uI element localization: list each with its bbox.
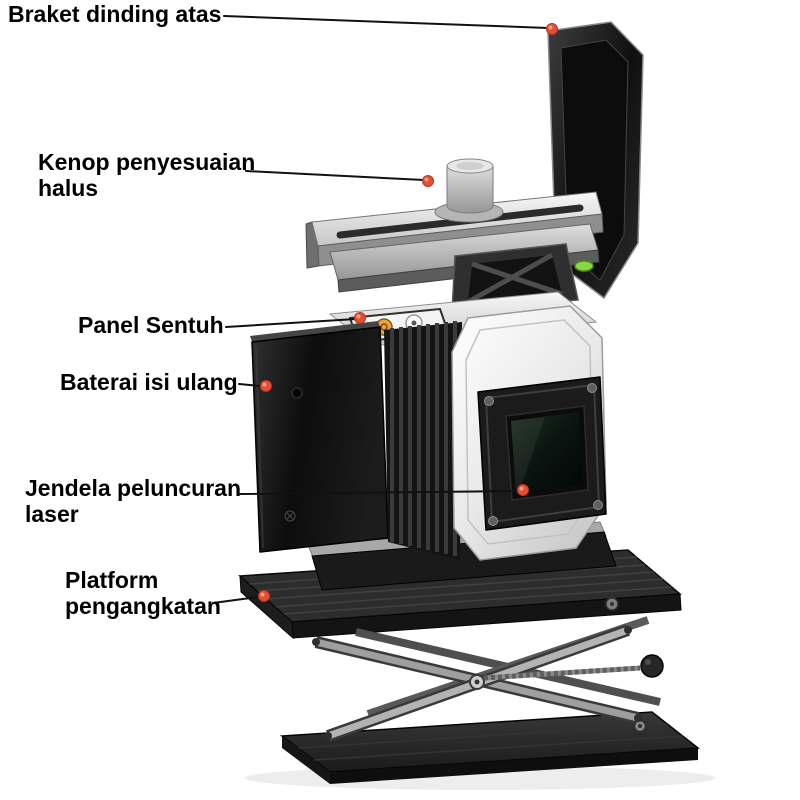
- platform-bolt-center: [610, 602, 614, 606]
- lift-knob: [640, 654, 664, 678]
- platform-base-illustration: [279, 711, 701, 784]
- base-bolt-center: [638, 724, 642, 728]
- label-laser-window: Jendela peluncuran laser: [25, 475, 242, 527]
- leader-line-laser-window: [238, 490, 519, 495]
- callout-dot-laser-window: [517, 484, 529, 496]
- mount-strut-2: [466, 252, 554, 305]
- battery-front: [251, 326, 389, 553]
- label-rechargeable-battery: Baterai isi ulang: [60, 369, 238, 395]
- callout-dot-fine-adjustment-knob: [422, 175, 434, 187]
- battery-hole: [291, 387, 303, 399]
- module-screw: [484, 396, 494, 406]
- fins-backplate: [384, 322, 462, 560]
- battery-mark: [284, 510, 296, 522]
- knob-top-inner: [456, 162, 484, 170]
- scissor-end-bolt: [324, 732, 332, 740]
- callout-dot-rechargeable-battery: [260, 380, 272, 392]
- base-texture: [297, 723, 684, 761]
- label-fine-adjustment-knob: Kenop penyesuaian halus: [38, 149, 256, 201]
- leader-line-touch-panel: [225, 318, 357, 328]
- scissor-lift-illustration: [312, 616, 664, 742]
- device-body-illustration: [250, 291, 617, 591]
- label-lifting-platform: Platform pengangkatan: [65, 567, 221, 619]
- platform-left: [239, 574, 294, 640]
- battery-edge-highlight: [255, 345, 264, 549]
- leader-line-lifting-platform: [212, 596, 259, 604]
- scissor-pivot-center: [474, 679, 480, 685]
- battery-top-strip: [250, 321, 380, 342]
- module-screw: [593, 500, 603, 510]
- label-top-wall-bracket: Braket dinding atas: [8, 1, 222, 27]
- label-touch-panel: Panel Sentuh: [78, 312, 224, 338]
- scissor-end-bolt: [312, 638, 320, 646]
- leader-line-top-wall-bracket: [223, 15, 549, 29]
- knob-stem: [446, 165, 494, 214]
- laser-window-illustration: [477, 376, 607, 531]
- mode-button-glyph: [411, 320, 417, 326]
- module-screw: [488, 516, 498, 526]
- base-front: [330, 748, 698, 784]
- callout-dot-top-wall-bracket: [546, 23, 558, 35]
- callout-lines: [212, 15, 558, 604]
- leader-line-rechargeable-battery: [238, 383, 261, 387]
- mount-strut-1: [471, 261, 563, 297]
- lift-knob-highlight: [645, 659, 651, 665]
- module-screw: [587, 383, 597, 393]
- base-left: [282, 736, 330, 784]
- callout-dot-touch-panel: [354, 312, 366, 324]
- laser-window-sheen: [511, 417, 545, 493]
- battery-mark-x2: [286, 512, 294, 520]
- leader-line-fine-adjustment-knob: [245, 170, 425, 181]
- wall-bracket-illustration: [305, 21, 644, 313]
- lift-screw-thread: [483, 665, 641, 681]
- battery-illustration: [250, 321, 389, 553]
- heatsink-fins: [384, 321, 462, 560]
- laser-window-glass: [511, 412, 583, 493]
- body-front-face-bevel: [465, 319, 594, 545]
- bubble-vial: [574, 260, 594, 272]
- scissor-end-bolt: [634, 714, 642, 722]
- scissor-end-bolt: [624, 626, 632, 634]
- callout-dot-lifting-platform: [258, 590, 270, 602]
